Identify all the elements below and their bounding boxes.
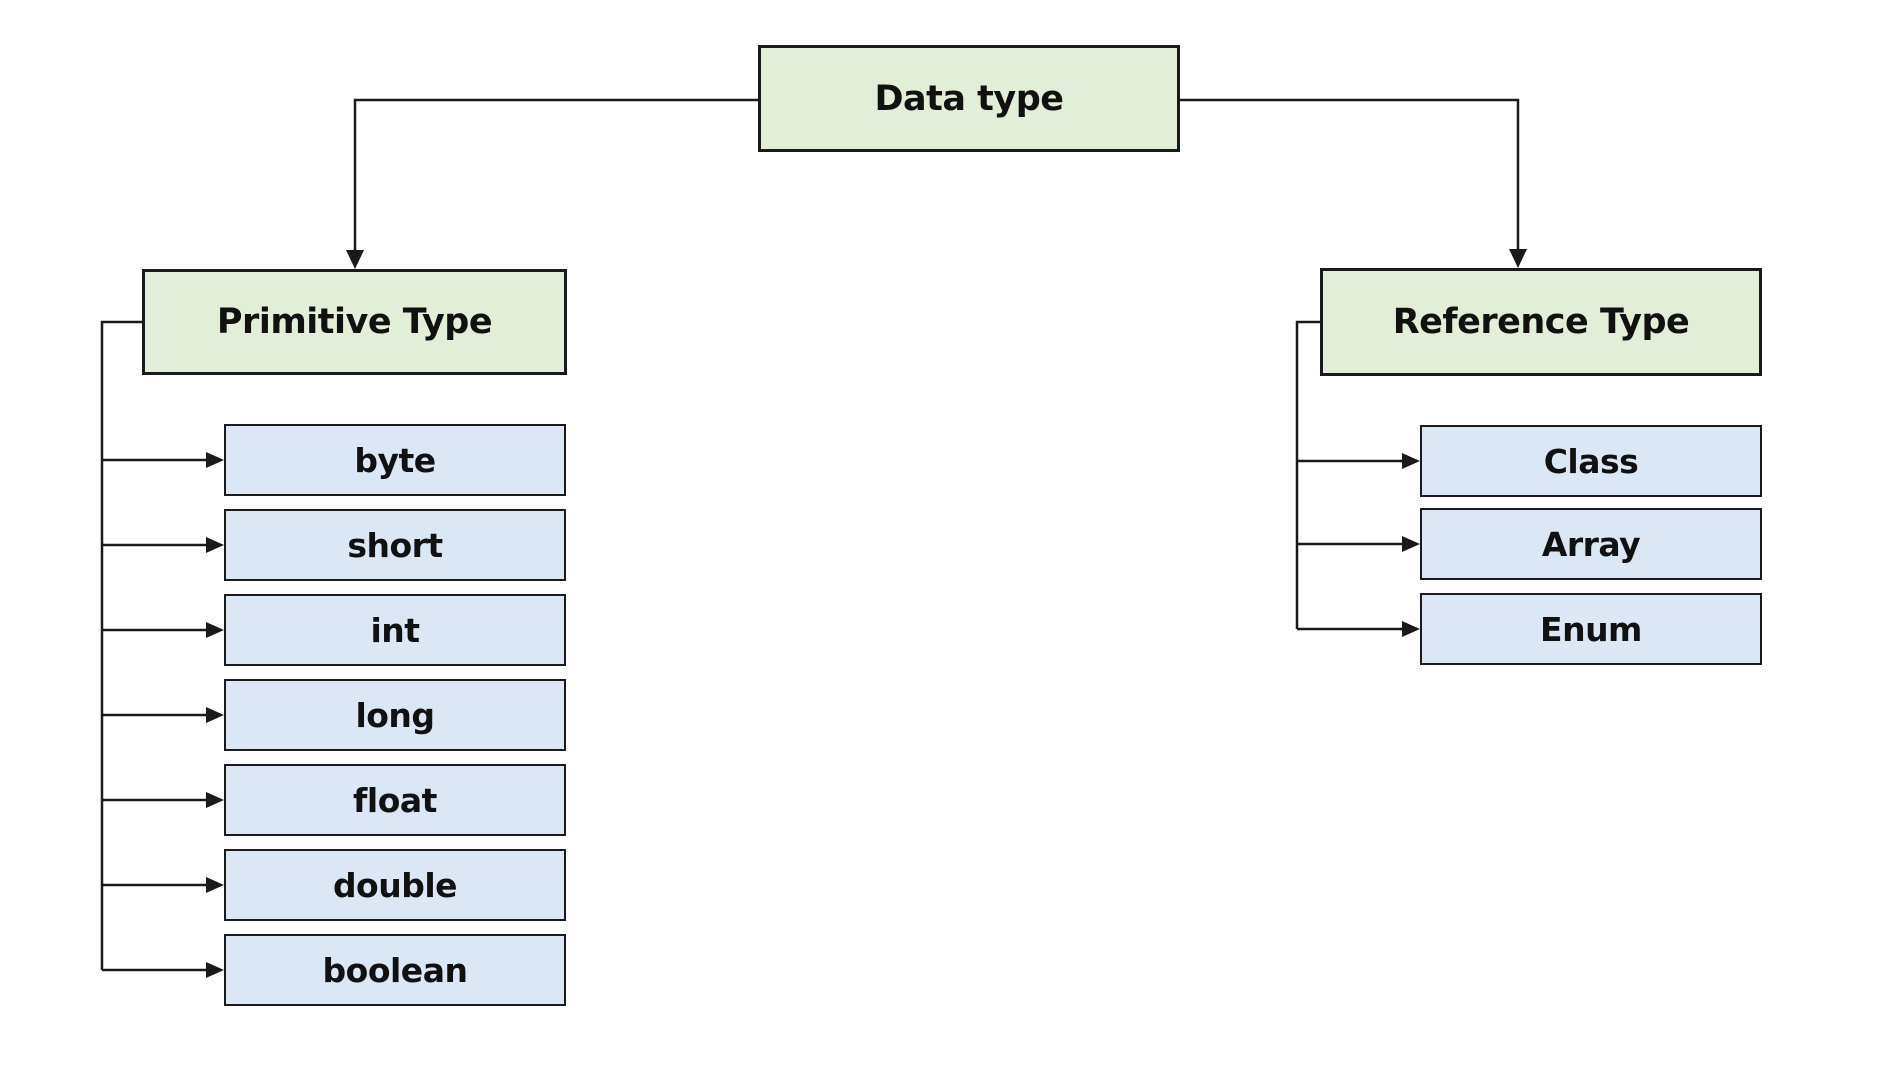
arrowhead-right-icon	[206, 452, 224, 468]
arrowhead-right-icon	[206, 962, 224, 978]
node-int: int	[224, 594, 566, 666]
node-primitive-type: Primitive Type	[142, 269, 567, 375]
node-float: float	[224, 764, 566, 836]
spine-line	[100, 320, 142, 970]
node-array: Array	[1420, 508, 1762, 580]
node-long: long	[224, 679, 566, 751]
arrowhead-right-icon	[1402, 621, 1420, 637]
arrowhead-right-icon	[206, 707, 224, 723]
connector-root-to-primitive	[346, 98, 758, 269]
arrowhead-right-icon	[206, 537, 224, 553]
arrowhead-right-icon	[206, 877, 224, 893]
node-class: Class	[1420, 425, 1762, 497]
arrowhead-down-icon	[346, 250, 364, 269]
node-byte: byte	[224, 424, 566, 496]
node-reference-type: Reference Type	[1320, 268, 1762, 376]
elbow-line	[353, 98, 758, 252]
node-data-type: Data type	[758, 45, 1180, 152]
node-double: double	[224, 849, 566, 921]
arrowhead-right-icon	[1402, 536, 1420, 552]
connector-reference-children	[1295, 320, 1420, 637]
arrowhead-down-icon	[1509, 249, 1527, 268]
arrowhead-right-icon	[1402, 453, 1420, 469]
arrowhead-right-icon	[206, 622, 224, 638]
connector-primitive-children	[100, 320, 224, 978]
node-enum: Enum	[1420, 593, 1762, 665]
spine-line	[1295, 320, 1320, 629]
node-short: short	[224, 509, 566, 581]
arrowhead-right-icon	[206, 792, 224, 808]
elbow-line	[1180, 98, 1520, 252]
connector-root-to-reference	[1180, 98, 1527, 268]
node-boolean: boolean	[224, 934, 566, 1006]
